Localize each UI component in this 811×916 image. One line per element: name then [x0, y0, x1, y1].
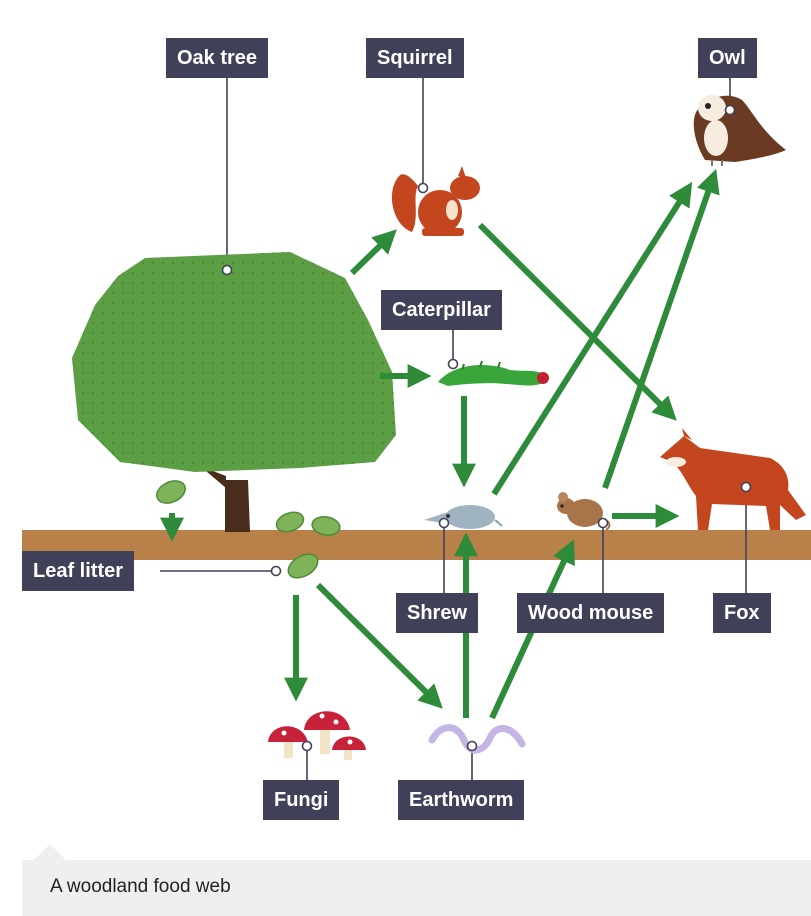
- label-earthworm: Earthworm: [398, 780, 524, 820]
- arrow-earthworm-to-wood-mouse: [492, 548, 570, 718]
- label-shrew: Shrew: [396, 593, 478, 633]
- label-leaf-litter: Leaf litter: [22, 551, 134, 591]
- arrow-wood-mouse-to-owl: [605, 178, 713, 488]
- label-fox: Fox: [713, 593, 771, 633]
- ground-strip: [22, 530, 811, 560]
- shrew-illustration: [424, 505, 502, 529]
- caption-notch: [34, 844, 66, 860]
- fungi-illustration: [268, 711, 366, 760]
- squirrel-illustration: [392, 166, 480, 236]
- fox-illustration: [660, 428, 806, 530]
- label-owl: Owl: [698, 38, 757, 78]
- label-caterpillar: Caterpillar: [381, 290, 502, 330]
- label-squirrel: Squirrel: [366, 38, 464, 78]
- oak-tree-illustration: [72, 252, 396, 532]
- label-wood-mouse: Wood mouse: [517, 593, 664, 633]
- caption-text: A woodland food web: [50, 876, 231, 898]
- caption-bar: A woodland food web: [22, 860, 811, 916]
- food-web-drawing: [0, 0, 811, 860]
- arrow-oak-to-squirrel: [352, 236, 390, 273]
- food-web-diagram: Oak tree Squirrel Owl Caterpillar Leaf l…: [0, 0, 811, 860]
- label-oak-tree: Oak tree: [166, 38, 268, 78]
- label-fungi: Fungi: [263, 780, 339, 820]
- owl-illustration: [694, 95, 786, 166]
